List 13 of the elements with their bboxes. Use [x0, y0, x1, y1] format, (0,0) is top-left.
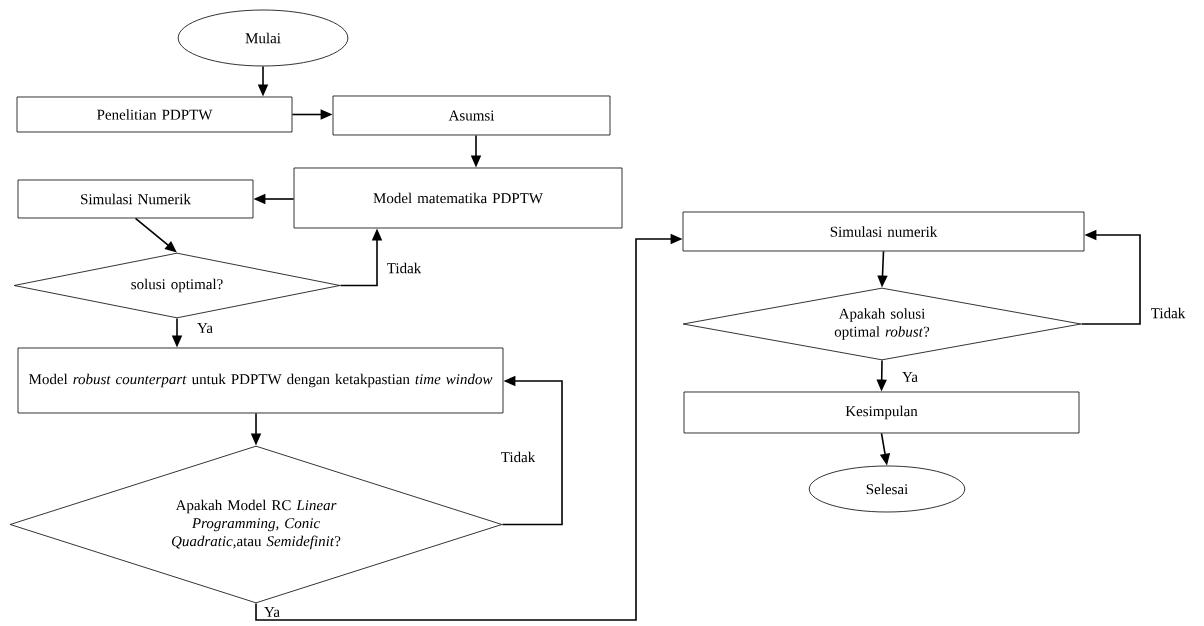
process-box: Kesimpulan [683, 391, 1080, 434]
process-box: Model matematika PDPTW [293, 167, 623, 229]
edge-label: Ya [196, 322, 214, 334]
edge-label: Tidak [1149, 306, 1187, 320]
process-box: Simulasi Numerik [17, 179, 254, 219]
process-box: Penelitian PDPTW [16, 96, 293, 133]
arrow [134, 217, 177, 253]
process-box: Model robust counterpart untuk PDPTW dengan ketakpastian time window [17, 347, 504, 414]
edge-label: Ya [901, 371, 919, 383]
edge-label: Tidak [385, 261, 423, 275]
process-box: Asumsi [332, 95, 611, 136]
edge-label: Ya [263, 606, 281, 618]
process-box: Simulasi numerik [682, 211, 1085, 252]
